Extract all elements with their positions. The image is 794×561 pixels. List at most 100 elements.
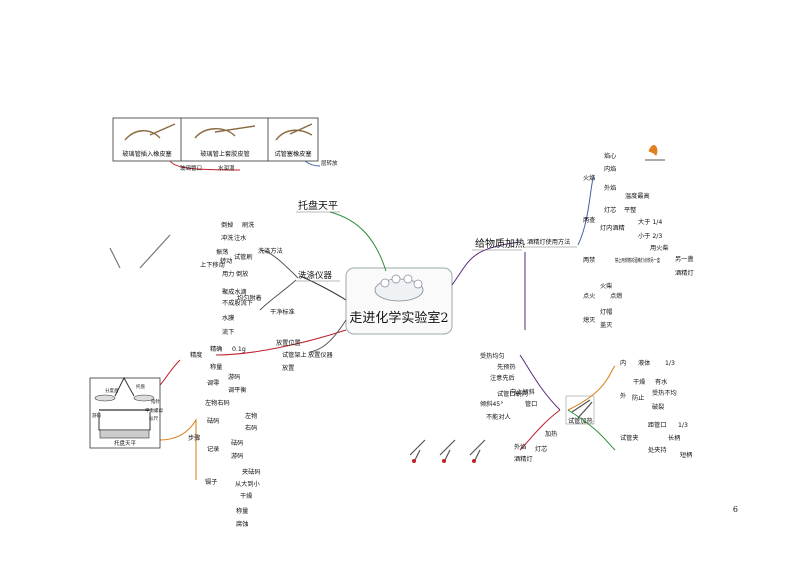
- svg-text:长柄: 长柄: [668, 434, 680, 442]
- svg-text:灯内酒精: 灯内酒精: [600, 224, 625, 232]
- svg-text:水膜: 水膜: [222, 314, 234, 322]
- svg-text:灯芯: 灯芯: [535, 445, 547, 453]
- svg-text:均匀附着: 均匀附着: [237, 294, 262, 302]
- balance-base-icon: [99, 429, 150, 439]
- lamp-label: 酒精灯使用方法: [527, 238, 570, 246]
- svg-text:1/3: 1/3: [678, 422, 688, 429]
- svg-text:盖灭: 盖灭: [600, 321, 612, 329]
- svg-text:调零: 调零: [207, 379, 219, 387]
- two-no-label: 两禁: [583, 256, 595, 264]
- balance-precision-label: 精度: [190, 351, 202, 359]
- washing-title: 洗涤仪器: [298, 270, 333, 281]
- svg-text:聚成水滴: 聚成水滴: [222, 288, 247, 296]
- two-check-label: 两查: [583, 216, 595, 224]
- svg-text:不成股流下: 不成股流下: [222, 299, 253, 307]
- svg-text:0.1g: 0.1g: [232, 346, 246, 353]
- svg-text:流下: 流下: [222, 328, 234, 336]
- svg-text:倒掉: 倒掉: [221, 221, 233, 229]
- svg-text:不能对人: 不能对人: [486, 413, 511, 421]
- svg-text:液体: 液体: [638, 359, 651, 367]
- svg-text:称量: 称量: [210, 363, 222, 371]
- svg-text:腐蚀: 腐蚀: [236, 520, 248, 528]
- svg-text:防止: 防止: [632, 394, 644, 402]
- svg-text:管口: 管口: [525, 400, 537, 408]
- light-label: 点火: [583, 292, 595, 300]
- svg-text:砝码: 砝码: [207, 417, 219, 425]
- svg-text:干燥: 干燥: [633, 378, 646, 386]
- svg-text:夹砝码: 夹砝码: [242, 468, 261, 476]
- svg-text:试管架上: 试管架上: [282, 351, 307, 359]
- svg-text:处夹持: 处夹持: [648, 446, 667, 454]
- central-node[interactable]: 走进化学实验室2: [345, 267, 453, 335]
- svg-text:大于 1/4: 大于 1/4: [638, 218, 662, 226]
- balance-left-pan-icon: [94, 394, 116, 402]
- svg-text:从大到小: 从大到小: [235, 480, 261, 488]
- svg-text:温度最高: 温度最高: [625, 192, 650, 200]
- svg-text:平整: 平整: [624, 206, 636, 214]
- svg-text:用火柴: 用火柴: [650, 244, 669, 252]
- svg-text:外: 外: [620, 392, 626, 400]
- svg-text:小于 2/3: 小于 2/3: [638, 232, 662, 240]
- central-topic: 走进化学实验室2: [349, 310, 448, 326]
- svg-text:左物右码: 左物右码: [205, 399, 230, 407]
- svg-text:禁止用燃着的酒精灯点燃另一盏: 禁止用燃着的酒精灯点燃另一盏: [615, 257, 660, 264]
- svg-text:刷洗: 刷洗: [242, 221, 255, 229]
- svg-text:点燃: 点燃: [610, 292, 623, 300]
- washing-storage-label: 放置位置: [276, 339, 301, 347]
- svg-text:倾斜45°: 倾斜45°: [480, 400, 503, 408]
- svg-text:游码: 游码: [92, 412, 101, 419]
- svg-text:游码: 游码: [228, 373, 240, 381]
- branch-heating-line: [451, 241, 521, 286]
- svg-text:焰心: 焰心: [604, 152, 616, 160]
- test-tube-washing-icon: [109, 234, 171, 269]
- test-tube-label: 试管加热: [568, 417, 594, 425]
- svg-text:外焰: 外焰: [604, 184, 616, 192]
- svg-text:指针: 指针: [151, 398, 160, 405]
- svg-text:试管刷: 试管刷: [234, 253, 253, 261]
- svg-text:振荡: 振荡: [216, 248, 228, 256]
- svg-text:酒精灯: 酒精灯: [514, 455, 533, 463]
- hands-icon-1: [124, 123, 176, 141]
- svg-text:注水: 注水: [234, 234, 247, 242]
- heating-title: 给物质加热: [475, 237, 525, 250]
- svg-text:内焰: 内焰: [604, 165, 616, 173]
- svg-text:灯芯: 灯芯: [604, 206, 616, 214]
- caption-2: 玻璃管上套胶皮管: [200, 150, 250, 158]
- svg-text:记录: 记录: [207, 445, 219, 453]
- washing-group: 洗涤仪器 洗涤方法 倒掉 刷洗 冲洗 注水 振荡 试管刷 转动 上下移动 用力 …: [109, 221, 347, 372]
- balance-steps-label: 步骤: [188, 434, 200, 442]
- svg-text:加热: 加热: [545, 430, 558, 438]
- svg-text:注意先后: 注意先后: [490, 374, 515, 382]
- svg-text:距管口: 距管口: [648, 421, 667, 429]
- svg-text:平衡螺母: 平衡螺母: [145, 407, 163, 414]
- balance-figure-caption: 托盘天平: [114, 439, 137, 447]
- note-3: 层转放: [321, 159, 338, 167]
- svg-text:受热均匀: 受热均匀: [480, 352, 505, 360]
- svg-text:镊子: 镊子: [205, 478, 217, 486]
- svg-text:分度盘: 分度盘: [105, 387, 119, 394]
- svg-text:干燥: 干燥: [240, 492, 253, 500]
- test-tube-heating-icon: [571, 399, 593, 419]
- svg-text:先预热: 先预热: [497, 363, 516, 371]
- caption-1: 玻璃管插入橡皮塞: [122, 150, 172, 158]
- svg-text:冲洗: 冲洗: [221, 234, 234, 242]
- svg-text:外焰: 外焰: [514, 443, 526, 451]
- svg-text:砝码: 砝码: [231, 439, 243, 447]
- hands-icon-3: [275, 123, 313, 141]
- note-2: 水润湿: [218, 164, 235, 172]
- lamp-flame-icon: [648, 145, 658, 156]
- svg-text:托盘: 托盘: [136, 383, 145, 390]
- branch-washing-line: [299, 275, 347, 301]
- svg-text:左物: 左物: [245, 412, 257, 420]
- svg-text:游码: 游码: [231, 452, 243, 460]
- svg-text:精确: 精确: [210, 345, 222, 353]
- svg-text:短柄: 短柄: [680, 451, 692, 459]
- svg-text:另一盏: 另一盏: [675, 255, 694, 263]
- svg-text:有水: 有水: [655, 378, 668, 386]
- svg-text:放置仪器: 放置仪器: [308, 351, 334, 359]
- balance-right-pan-icon: [133, 394, 155, 402]
- balance-group: 精度 精确 0.1g 称量 步骤 调零 游码 调平衡 左物右码 砝码 左物 右码…: [89, 345, 261, 528]
- hands-icon-2: [194, 125, 256, 139]
- heating-group: 给物质加热 酒精灯使用方法 火焰 焰心 内焰 外焰 温度最高 两查 灯芯 平整 …: [409, 145, 694, 463]
